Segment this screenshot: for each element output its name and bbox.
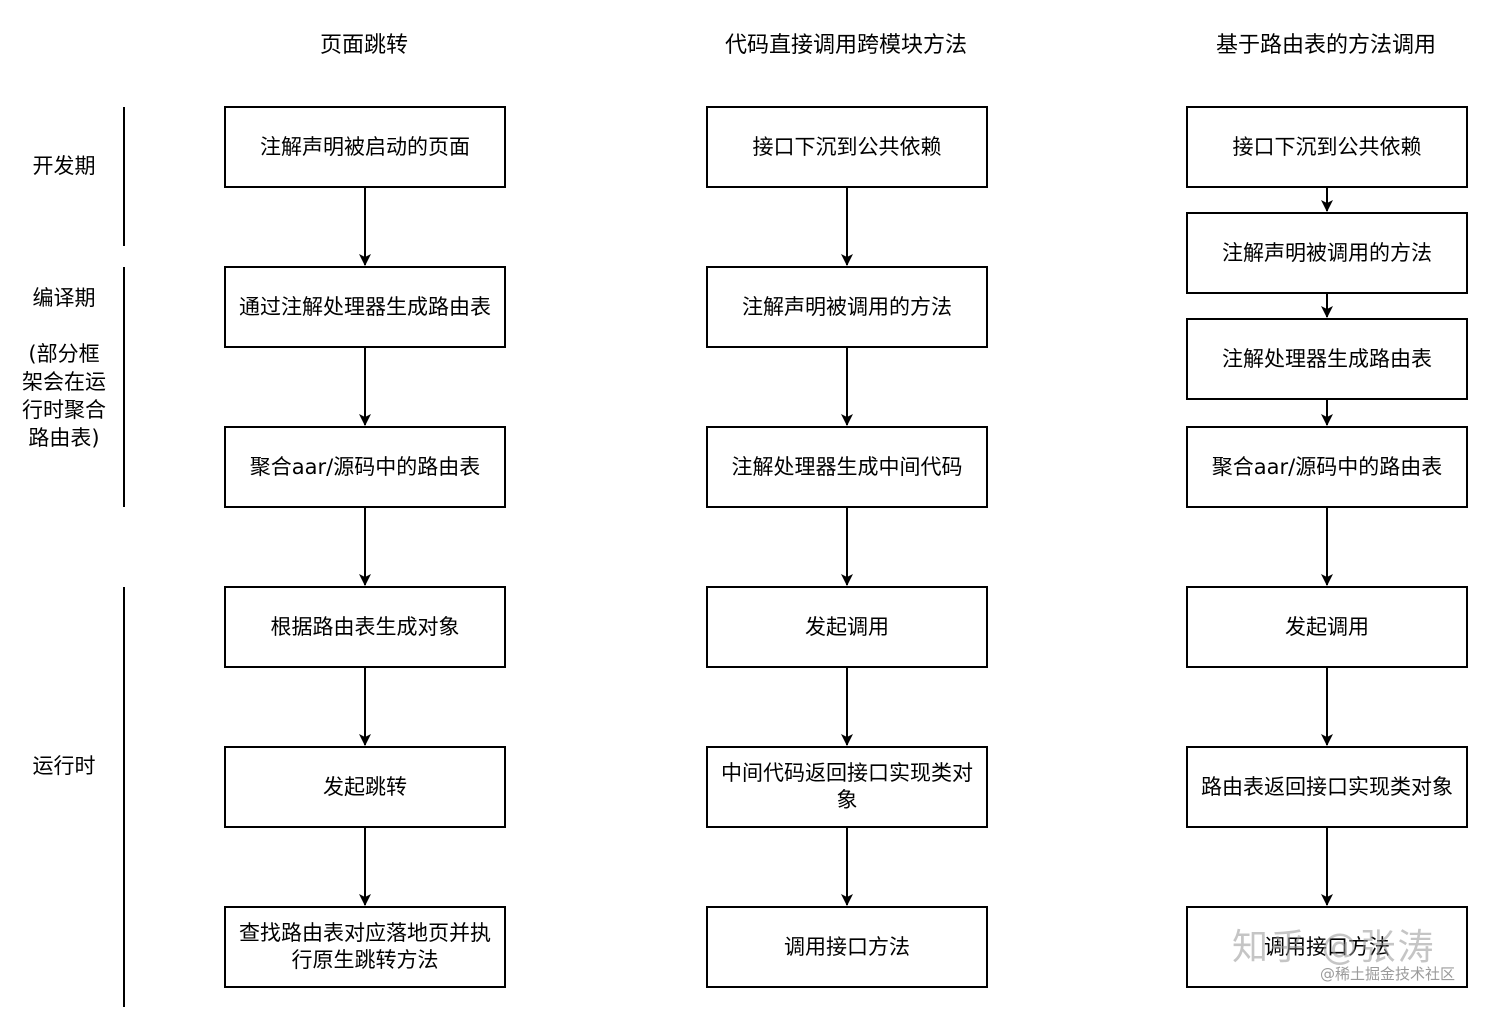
c2-box-interface-common: 接口下沉到公共依赖: [706, 106, 988, 188]
c1-box-create-object: 根据路由表生成对象: [224, 586, 506, 668]
c2-box-call-interface-method: 调用接口方法: [706, 906, 988, 988]
column-title-direct-call: 代码直接调用跨模块方法: [724, 33, 967, 58]
c3-box-interface-common: 接口下沉到公共依赖: [1186, 106, 1468, 188]
c2-box-annotate-method: 注解声明被调用的方法: [706, 266, 988, 348]
phase-divider-runtime: [123, 587, 125, 1007]
phase-label-compile: 编译期: [32, 286, 96, 310]
c1-box-start-jump: 发起跳转: [224, 746, 506, 828]
c1-box-find-landing-page: 查找路由表对应落地页并执行原生跳转方法: [224, 906, 506, 988]
phase-label-runtime: 运行时: [32, 754, 96, 778]
c3-box-start-call: 发起调用: [1186, 586, 1468, 668]
watermark-juejin: @稀土掘金技术社区: [1320, 965, 1456, 983]
phase-divider-compile: [123, 267, 125, 507]
c3-box-return-impl: 路由表返回接口实现类对象: [1186, 746, 1468, 828]
c1-box-generate-route-table: 通过注解处理器生成路由表: [224, 266, 506, 348]
phase-note-compile: (部分框架会在运行时聚合路由表): [22, 342, 106, 450]
c2-box-return-impl: 中间代码返回接口实现类对象: [706, 746, 988, 828]
c3-box-generate-route-table: 注解处理器生成路由表: [1186, 318, 1468, 400]
c3-box-merge-route-table: 聚合aar/源码中的路由表: [1186, 426, 1468, 508]
c3-box-annotate-method: 注解声明被调用的方法: [1186, 212, 1468, 294]
c2-box-generate-middle-code: 注解处理器生成中间代码: [706, 426, 988, 508]
column-title-page-jump: 页面跳转: [319, 33, 408, 58]
c3-box-call-interface-method: 调用接口方法: [1186, 906, 1468, 988]
phase-divider-dev: [123, 107, 125, 246]
phase-label-dev: 开发期: [32, 154, 96, 178]
watermark-zhihu: 知乎 @张涛: [1232, 927, 1436, 968]
c1-box-merge-route-table: 聚合aar/源码中的路由表: [224, 426, 506, 508]
column-title-route-call: 基于路由表的方法调用: [1215, 33, 1436, 58]
c2-box-start-call: 发起调用: [706, 586, 988, 668]
c1-box-annotate-page: 注解声明被启动的页面: [224, 106, 506, 188]
